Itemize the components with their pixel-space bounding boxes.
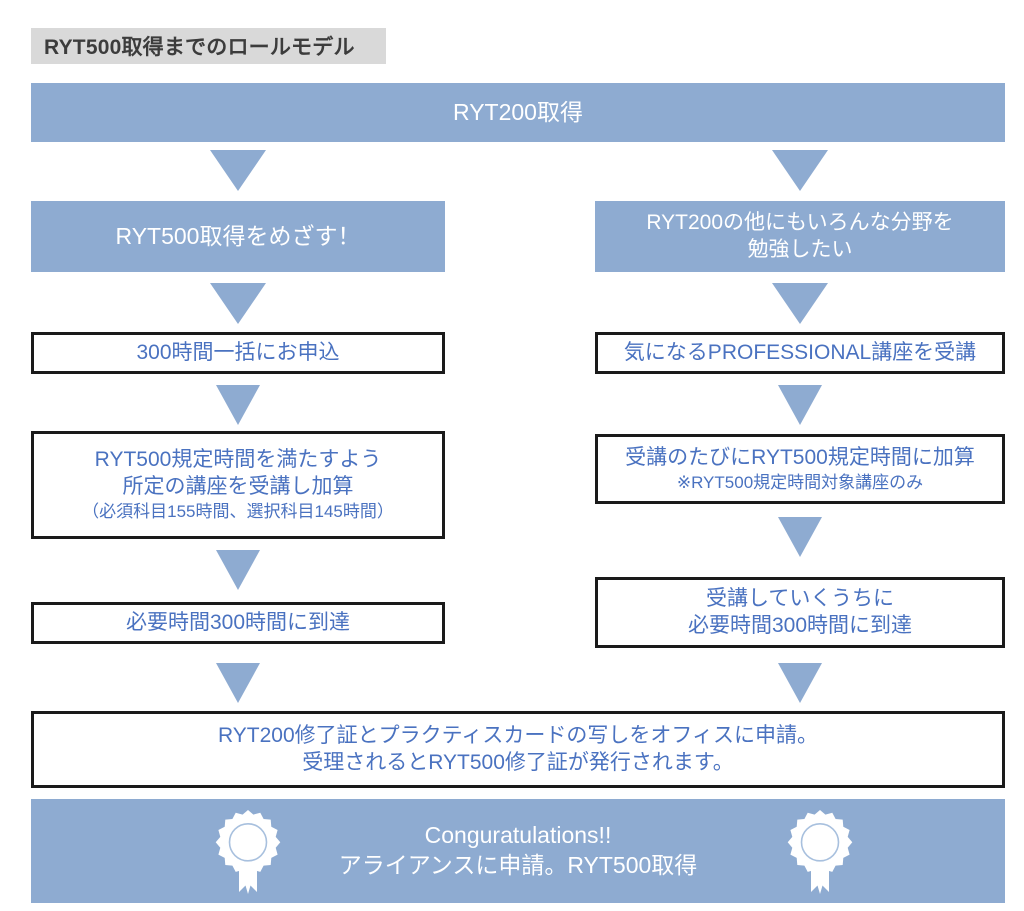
finish-text-group: Conguratulations!! アライアンスに申請。RYT500取得 xyxy=(339,821,698,881)
node-right-1[interactable]: RYT200の他にもいろんな分野を 勉強したい xyxy=(595,201,1005,272)
arrow-down-icon-left-1 xyxy=(210,283,266,324)
node-label-line-2: 勉強したい xyxy=(747,237,853,261)
arrow-down-icon-left-2 xyxy=(216,385,260,425)
page-title-text: RYT500取得までのロールモデル xyxy=(44,36,355,59)
node-start-ryt200[interactable]: RYT200取得 xyxy=(31,83,1005,142)
node-label-line-1: 受講していくうちに xyxy=(706,586,894,610)
node-left-4[interactable]: 必要時間300時間に到達 xyxy=(31,602,445,644)
rosette-award-icon xyxy=(212,808,284,896)
arrow-down-icon-left-3 xyxy=(216,550,260,590)
node-left-3[interactable]: RYT500規定時間を満たすよう 所定の講座を受講し加算 （必須科目155時間、… xyxy=(31,431,445,539)
node-right-2[interactable]: 気になるPROFESSIONAL講座を受講 xyxy=(595,332,1005,374)
arrow-down-icon-left-4 xyxy=(216,663,260,703)
arrow-down-icon-right-4 xyxy=(778,663,822,703)
node-left-1[interactable]: RYT500取得をめざす！ xyxy=(31,201,445,272)
finish-label-line-1: Conguratulations!! xyxy=(424,822,612,849)
node-finish-congratulations[interactable]: Conguratulations!! アライアンスに申請。RYT500取得 xyxy=(31,799,1005,903)
node-label-line-2: 所定の講座を受講し加算 xyxy=(122,475,354,499)
arrow-down-icon-right-3 xyxy=(778,517,822,557)
node-label-line-1: RYT200修了証とプラクティスカードの写しをオフィスに申請。 xyxy=(218,723,818,747)
node-label-line-1: 受講のたびにRYT500規定時間に加算 xyxy=(625,445,975,469)
arrow-down-icon-right-1 xyxy=(772,283,828,324)
finish-label-line-2: アライアンスに申請。RYT500取得 xyxy=(338,852,698,878)
arrow-down-icon-start-left xyxy=(210,150,266,191)
node-right-3[interactable]: 受講のたびにRYT500規定時間に加算 ※RYT500規定時間対象講座のみ xyxy=(595,434,1005,504)
node-label-line-3: （必須科目155時間、選択科目145時間） xyxy=(82,502,394,521)
node-label: RYT500取得をめざす！ xyxy=(115,222,361,249)
rosette-award-icon xyxy=(784,808,856,896)
node-label: 300時間一括にお申込 xyxy=(136,340,340,364)
node-label: RYT200取得 xyxy=(453,98,583,125)
node-label: 必要時間300時間に到達 xyxy=(125,610,351,634)
node-left-2[interactable]: 300時間一括にお申込 xyxy=(31,332,445,374)
node-merge-application[interactable]: RYT200修了証とプラクティスカードの写しをオフィスに申請。 受理されるとRY… xyxy=(31,711,1005,788)
arrow-down-icon-right-2 xyxy=(778,385,822,425)
arrow-down-icon-start-right xyxy=(772,150,828,191)
node-label-line-1: RYT200の他にもいろんな分野を xyxy=(646,210,954,234)
node-label-line-1: RYT500規定時間を満たすよう xyxy=(94,448,382,472)
node-label: 気になるPROFESSIONAL講座を受講 xyxy=(623,340,977,364)
node-label-line-2: 必要時間300時間に到達 xyxy=(687,613,913,637)
node-right-4[interactable]: 受講していくうちに 必要時間300時間に到達 xyxy=(595,577,1005,648)
page-title: RYT500取得までのロールモデル xyxy=(31,28,386,64)
node-label-line-2: 受理されるとRYT500修了証が発行されます。 xyxy=(302,750,734,774)
node-label-line-2: ※RYT500規定時間対象講座のみ xyxy=(676,472,924,492)
